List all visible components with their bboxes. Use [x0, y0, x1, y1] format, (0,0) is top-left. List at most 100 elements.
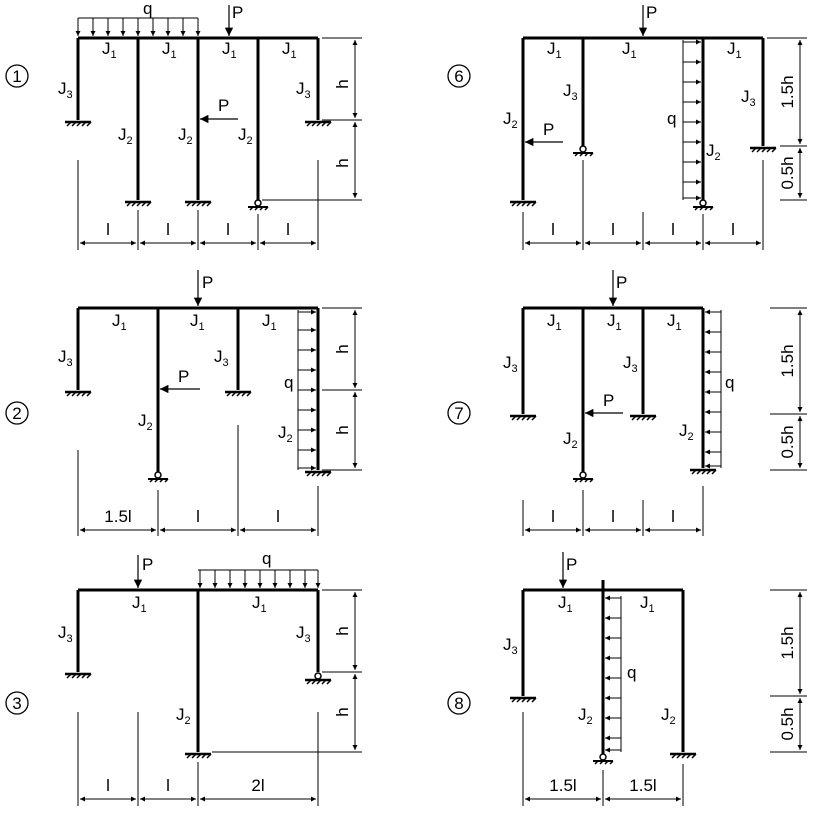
svg-text:J2: J2 [578, 705, 593, 727]
svg-text:J2: J2 [118, 125, 133, 147]
svg-text:l: l [226, 220, 230, 239]
svg-text:J2: J2 [278, 423, 293, 445]
svg-text:1.5l: 1.5l [629, 776, 656, 795]
svg-text:J2: J2 [138, 411, 153, 433]
svg-text:J3: J3 [296, 79, 311, 101]
svg-text:q: q [143, 0, 152, 18]
svg-text:q: q [284, 373, 293, 392]
svg-text:1.5h: 1.5h [778, 626, 797, 659]
svg-text:8: 8 [454, 694, 463, 713]
diagram-3: 3 q P J1 J1 [5, 549, 362, 806]
diagram-2: 2 q [5, 270, 362, 536]
svg-text:3: 3 [12, 694, 21, 713]
svg-text:q: q [667, 109, 676, 128]
svg-text:l: l [166, 220, 170, 239]
svg-text:J1: J1 [622, 39, 637, 61]
diagram-number-badge: 3 [5, 691, 29, 715]
svg-text:7: 7 [454, 404, 463, 423]
diagram-number: 1 [12, 67, 21, 86]
svg-text:J3: J3 [623, 353, 638, 375]
svg-text:J2: J2 [178, 125, 193, 147]
svg-text:J2: J2 [706, 141, 721, 163]
svg-text:J1: J1 [262, 311, 277, 333]
svg-text:J2: J2 [503, 109, 518, 131]
svg-text:J3: J3 [503, 635, 518, 657]
svg-text:l: l [276, 507, 280, 526]
svg-text:6: 6 [454, 67, 463, 86]
svg-text:l: l [671, 220, 675, 239]
svg-text:0.5h: 0.5h [778, 707, 797, 740]
svg-text:P: P [543, 120, 554, 139]
svg-text:P: P [603, 391, 614, 410]
svg-text:J2: J2 [661, 705, 676, 727]
svg-text:J1: J1 [640, 593, 655, 615]
svg-text:J1: J1 [558, 593, 573, 615]
diagram-number-badge: 7 [447, 401, 471, 425]
svg-text:J1: J1 [282, 39, 297, 61]
svg-text:1.5l: 1.5l [104, 507, 131, 526]
svg-text:J1: J1 [667, 311, 682, 333]
svg-text:J3: J3 [563, 81, 578, 103]
svg-text:P: P [218, 96, 229, 115]
svg-text:J2: J2 [679, 421, 694, 443]
svg-text:J1: J1 [547, 311, 562, 333]
svg-text:P: P [566, 555, 577, 574]
svg-text:h: h [333, 344, 352, 353]
svg-text:J1: J1 [162, 39, 177, 61]
diagram-8: 8 q P J1 J1 [447, 552, 807, 806]
svg-text:l: l [106, 220, 110, 239]
svg-text:l: l [286, 220, 290, 239]
svg-text:h: h [333, 425, 352, 434]
svg-text:J1: J1 [547, 39, 562, 61]
diagram-7: 7 q [447, 270, 807, 536]
svg-text:q: q [725, 373, 734, 392]
svg-text:J1: J1 [727, 39, 742, 61]
svg-text:l: l [731, 220, 735, 239]
svg-text:l: l [611, 220, 615, 239]
svg-text:l: l [196, 507, 200, 526]
diagram-6: 6 q [447, 3, 807, 250]
diagram-1: 1 [5, 0, 362, 250]
svg-text:2l: 2l [251, 776, 264, 795]
svg-text:J2: J2 [563, 429, 578, 451]
svg-text:P: P [178, 367, 189, 386]
svg-text:J3: J3 [503, 353, 518, 375]
svg-text:J3: J3 [741, 87, 756, 109]
svg-text:J1: J1 [112, 311, 127, 333]
svg-text:J1: J1 [132, 593, 147, 615]
svg-text:h: h [333, 79, 352, 88]
svg-text:J3: J3 [58, 79, 73, 101]
svg-text:P: P [232, 3, 243, 22]
svg-text:J2: J2 [176, 705, 191, 727]
svg-text:J1: J1 [222, 39, 237, 61]
svg-text:P: P [646, 3, 657, 22]
svg-text:l: l [671, 507, 675, 526]
svg-text:1.5l: 1.5l [549, 776, 576, 795]
svg-text:h: h [333, 626, 352, 635]
diagram-number-badge: 1 [5, 64, 29, 88]
svg-text:J3: J3 [296, 623, 311, 645]
svg-text:h: h [333, 707, 352, 716]
svg-text:1.5h: 1.5h [778, 344, 797, 377]
svg-text:J1: J1 [252, 593, 267, 615]
svg-text:J1: J1 [102, 39, 117, 61]
svg-text:q: q [627, 663, 636, 682]
svg-text:J3: J3 [214, 347, 229, 369]
svg-text:h: h [333, 158, 352, 167]
svg-text:J1: J1 [190, 311, 205, 333]
diagram-number-badge: 2 [5, 401, 29, 425]
diagram-number-badge: 8 [447, 691, 471, 715]
svg-text:J2: J2 [238, 125, 253, 147]
svg-text:l: l [611, 507, 615, 526]
svg-text:l: l [551, 507, 555, 526]
svg-text:2: 2 [12, 404, 21, 423]
svg-text:q: q [262, 549, 271, 568]
diagram-number-badge: 6 [447, 64, 471, 88]
svg-text:l: l [166, 776, 170, 795]
svg-text:J3: J3 [58, 623, 73, 645]
svg-text:P: P [202, 273, 213, 292]
svg-text:P: P [616, 273, 627, 292]
svg-text:J3: J3 [58, 347, 73, 369]
svg-text:1.5h: 1.5h [778, 75, 797, 108]
